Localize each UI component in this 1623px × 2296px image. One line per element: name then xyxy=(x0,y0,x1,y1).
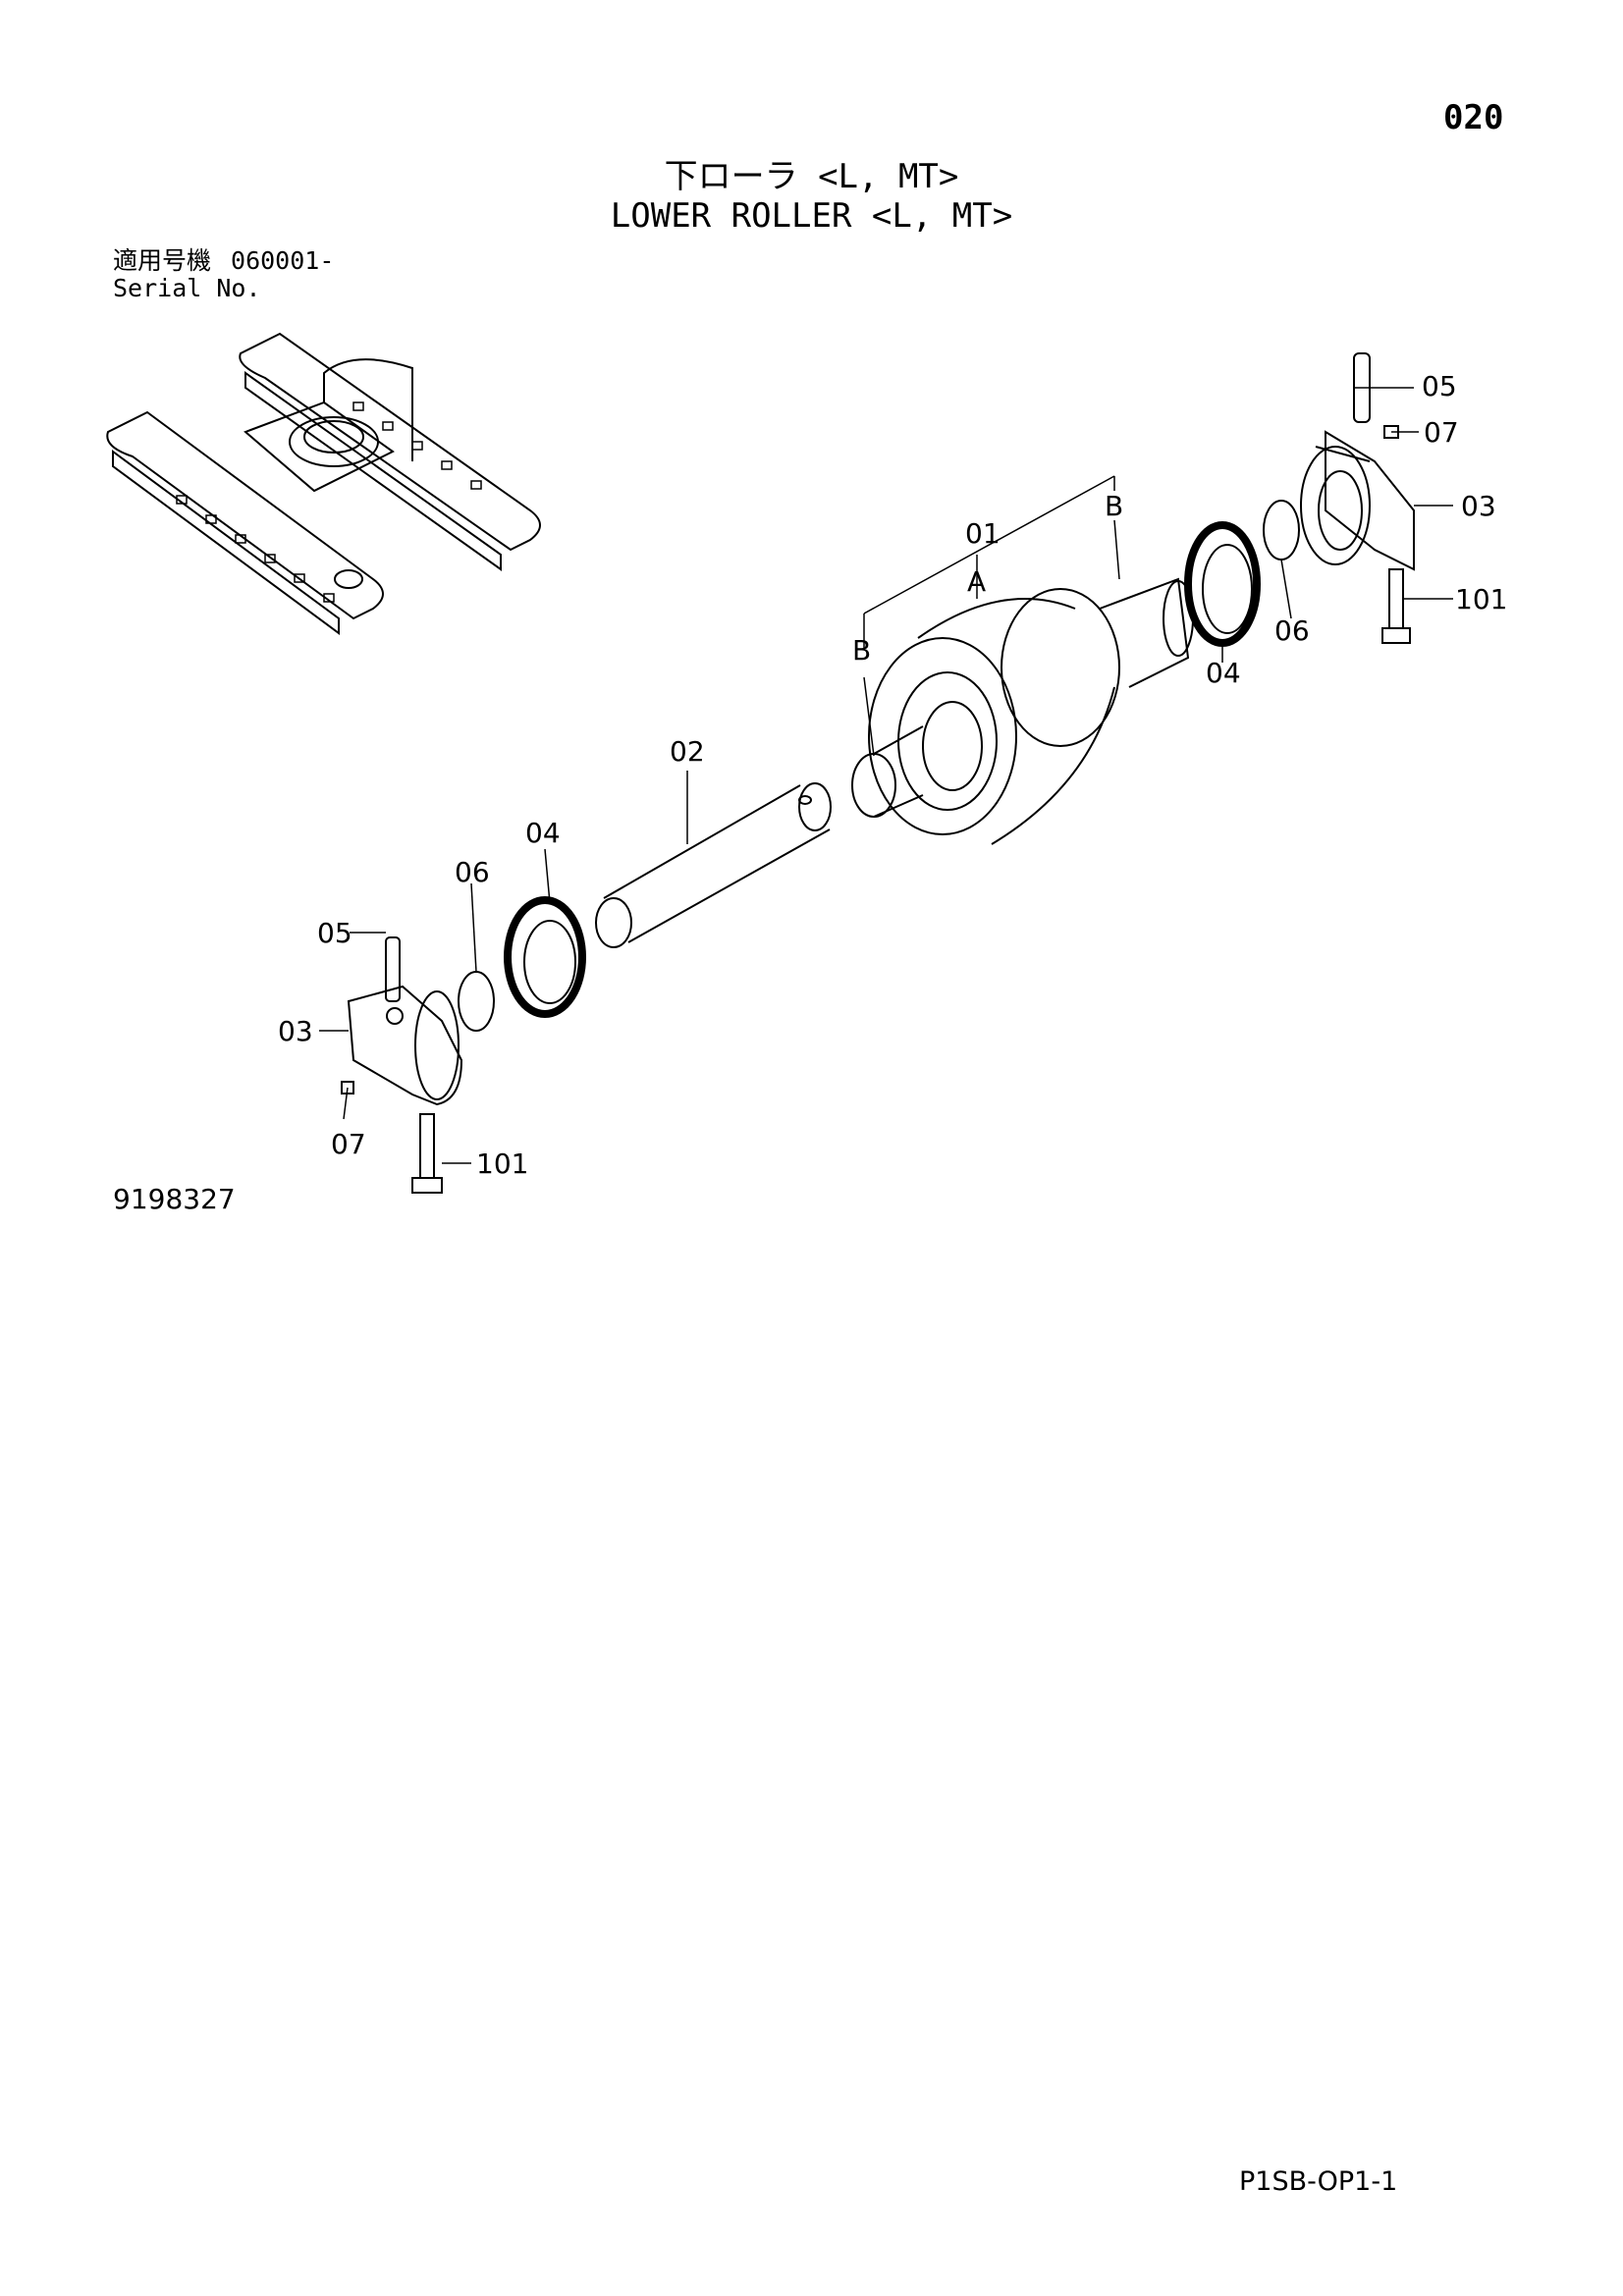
right-roller-cap xyxy=(1300,430,1415,571)
diagram-id: 9198327 xyxy=(113,1183,236,1215)
shaft-02 xyxy=(595,782,832,948)
callout-01: 01 xyxy=(965,517,1001,550)
callout-b-right: B xyxy=(1105,490,1123,522)
page-number: 020 xyxy=(1443,98,1504,137)
callout-101-right: 101 xyxy=(1455,583,1507,615)
left-seal-04 xyxy=(504,896,586,1018)
roller-assembly-01 xyxy=(851,577,1194,845)
callout-05-right: 05 xyxy=(1422,370,1457,402)
right-seal-04 xyxy=(1184,521,1261,647)
callout-05-left: 05 xyxy=(317,917,352,949)
serial-label-en: Serial No. xyxy=(113,274,261,302)
callout-03-right: 03 xyxy=(1461,490,1496,522)
callout-04-right: 04 xyxy=(1206,657,1241,689)
callout-04-left: 04 xyxy=(525,817,561,849)
callout-a: A xyxy=(967,565,986,598)
callout-b-left: B xyxy=(852,634,871,667)
serial-block: 適用号機 060001- Serial No. xyxy=(113,247,334,302)
callout-02: 02 xyxy=(670,735,705,768)
left-roller-cap xyxy=(347,985,463,1106)
leader-lines xyxy=(319,387,1453,1164)
sheet-id: P1SB-OP1-1 xyxy=(1239,2166,1398,2197)
track-frame-illustration xyxy=(106,332,541,635)
left-oring-06 xyxy=(458,971,495,1032)
right-oring-06 xyxy=(1263,500,1300,561)
left-bolt-101 xyxy=(411,1113,443,1194)
title-japanese: 下ローラ <L, MT> xyxy=(664,157,959,196)
right-bolt-101 xyxy=(1381,568,1411,644)
left-pin-05 xyxy=(385,936,401,1002)
callout-07-left: 07 xyxy=(331,1128,366,1160)
title-english: LOWER ROLLER <L, MT> xyxy=(610,196,1013,236)
callout-03-left: 03 xyxy=(278,1015,313,1047)
serial-label-jp: 適用号機 xyxy=(113,246,212,275)
callout-101-left: 101 xyxy=(476,1148,528,1180)
callout-06-left: 06 xyxy=(455,856,490,888)
callout-07-right: 07 xyxy=(1424,416,1459,449)
callout-06-right: 06 xyxy=(1274,614,1310,647)
serial-value: 060001- xyxy=(231,246,335,275)
